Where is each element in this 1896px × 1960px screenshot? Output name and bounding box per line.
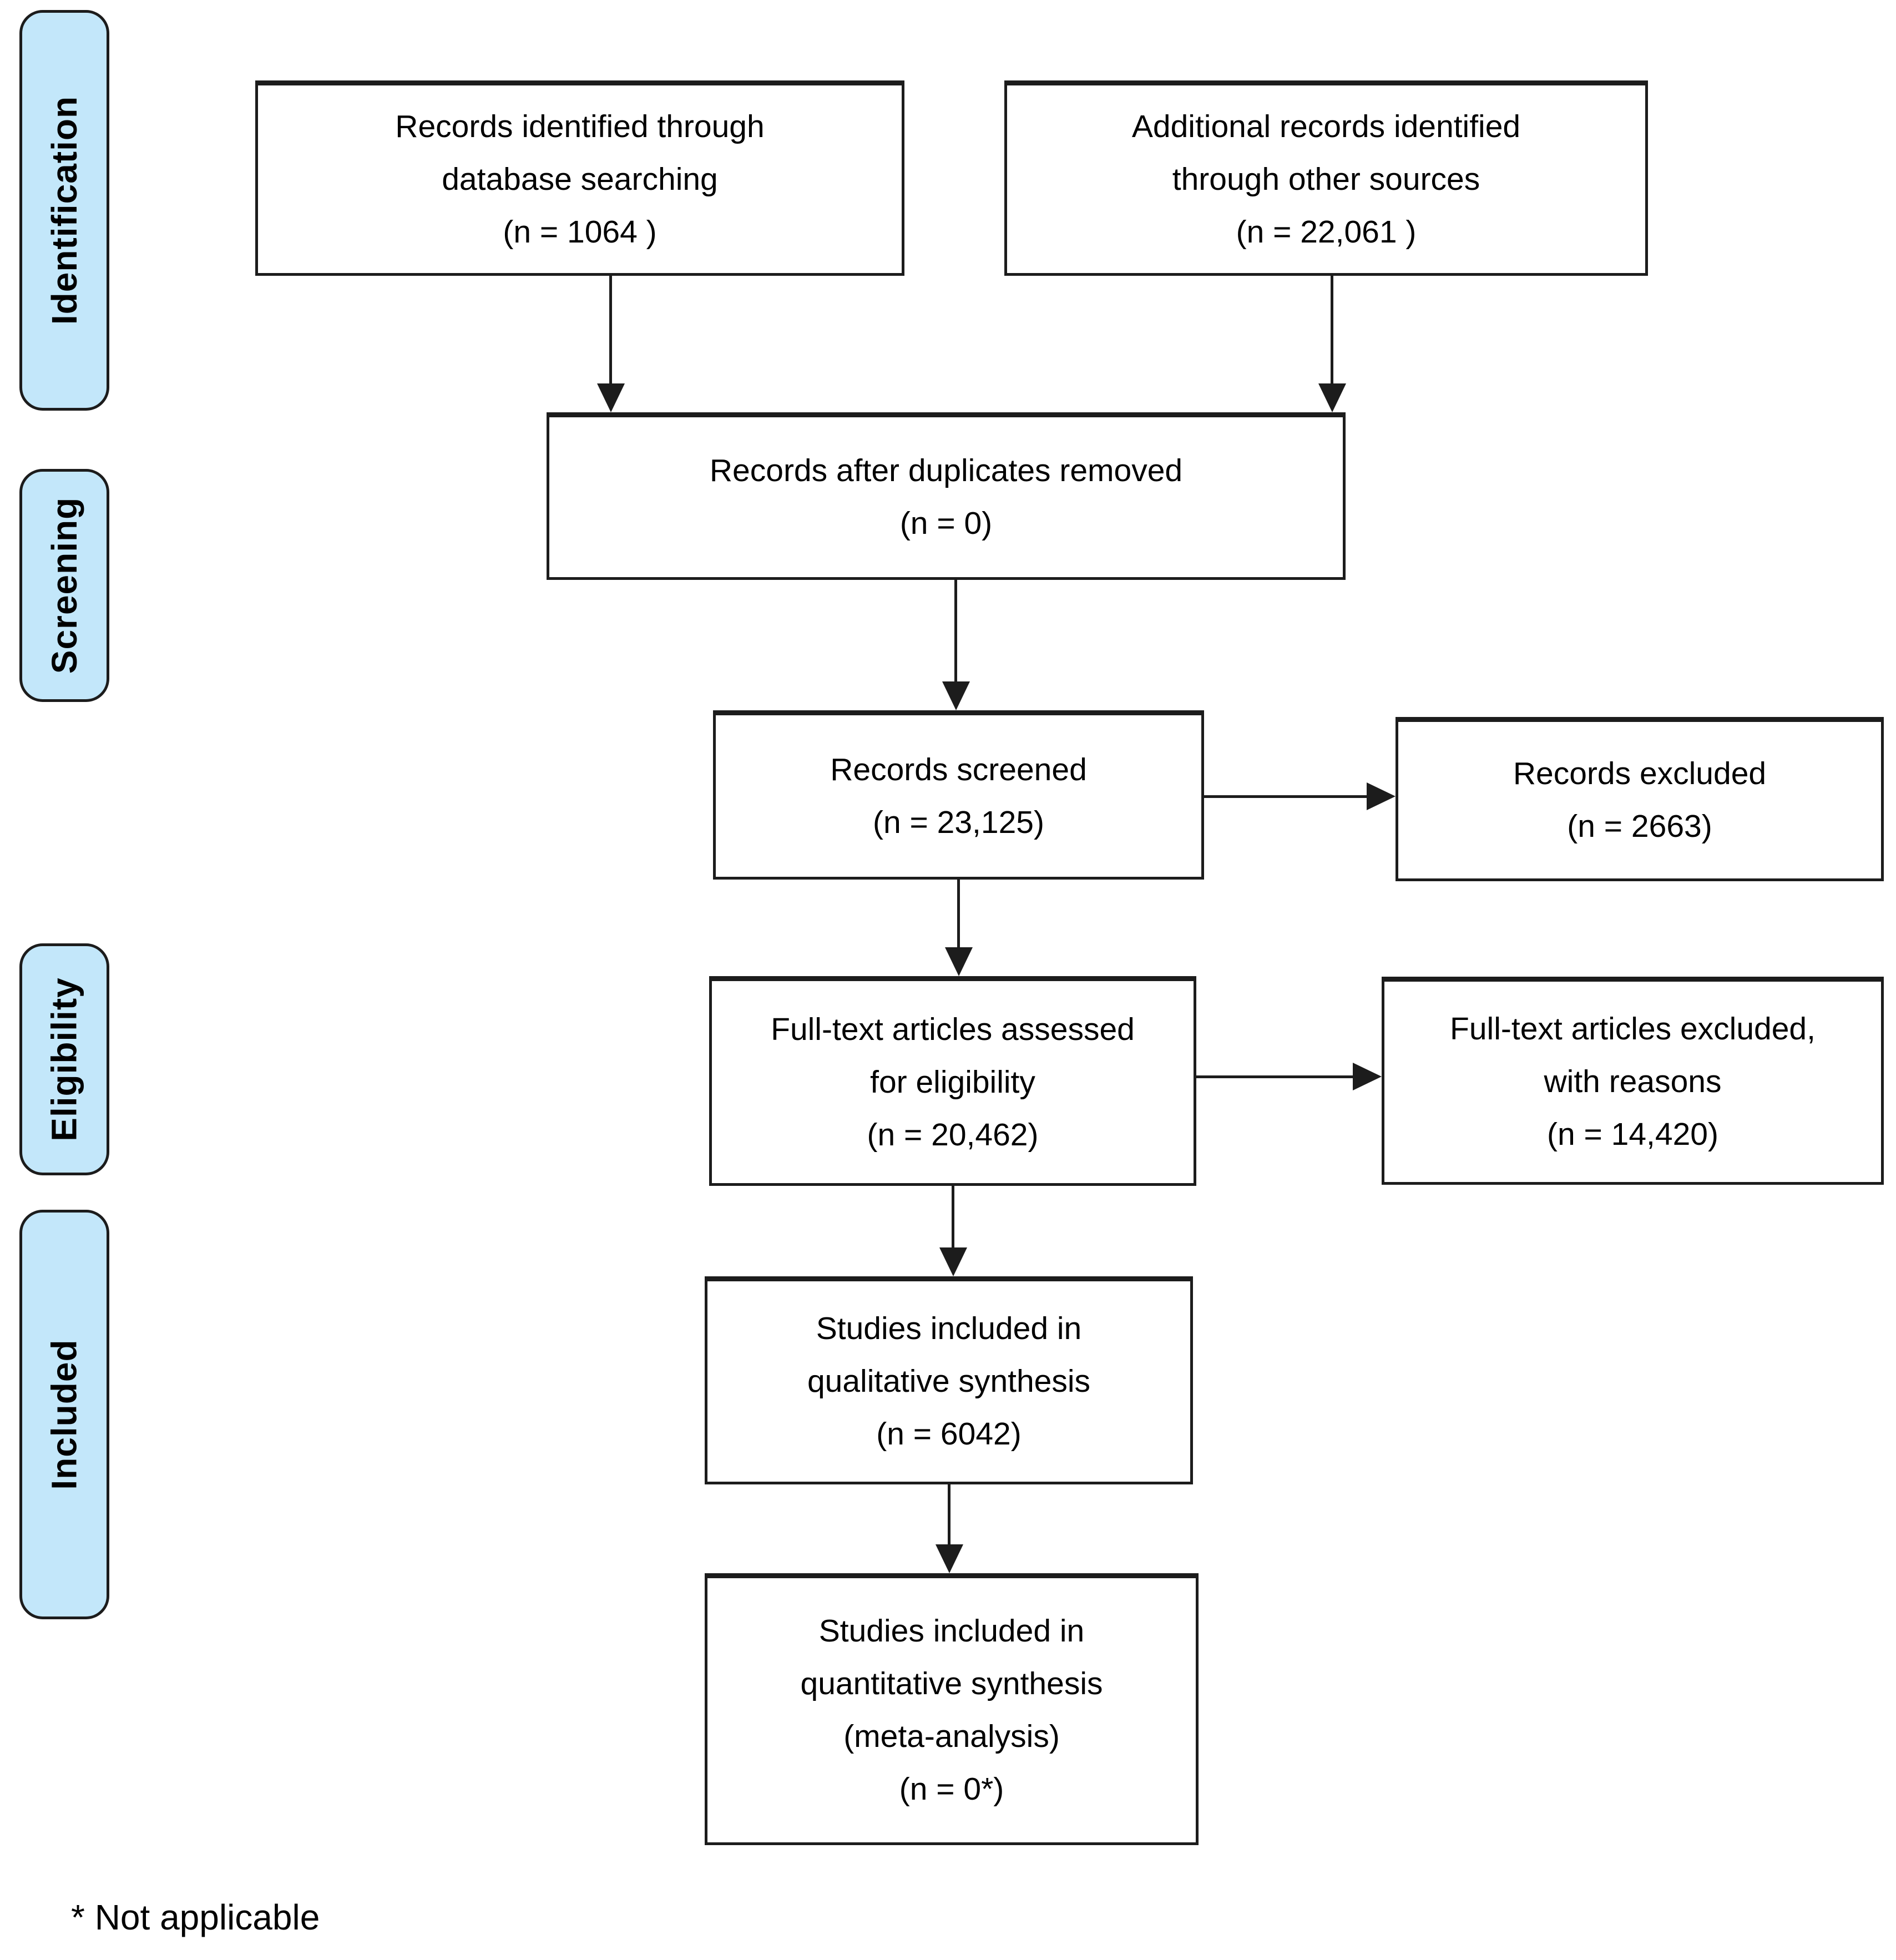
box-qualitative-synthesis-count: (n = 6042) <box>876 1416 1022 1452</box>
box-qualitative-synthesis: Studies included in qualitative synthesi… <box>705 1276 1193 1484</box>
box-fulltext-excluded-line: Full-text articles excluded, <box>1450 1011 1816 1047</box>
box-records-identified: Records identified through database sear… <box>255 80 904 276</box>
stage-identification: Identification <box>19 10 109 411</box>
box-fulltext-excluded: Full-text articles excluded, with reason… <box>1382 977 1884 1185</box>
arrow-down-icon <box>597 383 625 412</box>
stage-included: Included <box>19 1210 109 1619</box>
box-duplicates-removed-line: Records after duplicates removed <box>709 453 1183 488</box>
box-quantitative-synthesis-line: Studies included in <box>818 1613 1085 1649</box>
arrow-down-icon <box>942 681 970 710</box>
box-additional-records-count: (n = 22,061 ) <box>1236 214 1417 250</box>
box-records-screened-line: Records screened <box>830 751 1087 787</box>
box-quantitative-synthesis-count: (n = 0*) <box>899 1771 1004 1807</box>
connector-screened-to-fulltext <box>957 880 960 947</box>
box-duplicates-removed-count: (n = 0) <box>899 506 993 541</box>
arrow-right-icon <box>1353 1063 1382 1090</box>
connector-fulltext-to-qualitative <box>952 1186 954 1247</box>
arrow-down-icon <box>939 1247 967 1276</box>
stage-eligibility: Eligibility <box>19 943 109 1175</box>
box-records-excluded-line: Records excluded <box>1513 756 1767 791</box>
box-quantitative-synthesis: Studies included in quantitative synthes… <box>705 1573 1199 1845</box>
box-additional-records: Additional records identified through ot… <box>1004 80 1648 276</box>
stage-screening: Screening <box>19 469 109 702</box>
arrow-right-icon <box>1367 782 1396 810</box>
box-fulltext-assessed: Full-text articles assessed for eligibil… <box>709 976 1196 1186</box>
box-records-screened: Records screened (n = 23,125) <box>713 710 1204 880</box>
box-duplicates-removed: Records after duplicates removed (n = 0) <box>547 412 1346 580</box>
connector-fulltext-to-excluded <box>1196 1075 1353 1078</box>
connector-identified-to-duplicates <box>609 276 612 383</box>
box-qualitative-synthesis-line: Studies included in <box>816 1311 1082 1346</box>
box-qualitative-synthesis-line: qualitative synthesis <box>807 1363 1091 1399</box>
footnote-not-applicable: * Not applicable <box>71 1897 320 1937</box>
box-additional-records-line: Additional records identified <box>1131 108 1521 144</box>
connector-qualitative-to-quantitative <box>948 1484 950 1544</box>
box-fulltext-excluded-count: (n = 14,420) <box>1547 1117 1718 1152</box>
stage-eligibility-label: Eligibility <box>44 977 84 1141</box>
box-quantitative-synthesis-line: quantitative synthesis <box>800 1666 1103 1701</box>
box-records-excluded: Records excluded (n = 2663) <box>1396 717 1884 881</box>
box-records-excluded-count: (n = 2663) <box>1567 809 1712 844</box>
connector-duplicates-to-screened <box>954 580 957 681</box>
box-fulltext-assessed-line: Full-text articles assessed <box>771 1011 1135 1047</box>
stage-included-label: Included <box>44 1339 84 1490</box>
box-records-identified-count: (n = 1064 ) <box>503 214 657 250</box>
arrow-down-icon <box>1318 383 1346 412</box>
box-fulltext-assessed-line: for eligibility <box>870 1064 1035 1100</box>
box-additional-records-line: through other sources <box>1172 161 1480 197</box>
arrow-down-icon <box>936 1544 963 1573</box>
stage-identification-label: Identification <box>44 95 84 325</box>
connector-screened-to-excluded <box>1204 795 1367 798</box>
box-fulltext-assessed-count: (n = 20,462) <box>867 1117 1039 1153</box>
box-quantitative-synthesis-line: (meta-analysis) <box>843 1719 1060 1754</box>
box-fulltext-excluded-line: with reasons <box>1544 1064 1722 1099</box>
arrow-down-icon <box>945 947 973 976</box>
box-records-screened-count: (n = 23,125) <box>873 804 1044 840</box>
box-records-identified-line: database searching <box>442 161 718 197</box>
stage-screening-label: Screening <box>44 497 84 674</box>
connector-additional-to-duplicates <box>1331 276 1333 383</box>
box-records-identified-line: Records identified through <box>395 108 765 144</box>
